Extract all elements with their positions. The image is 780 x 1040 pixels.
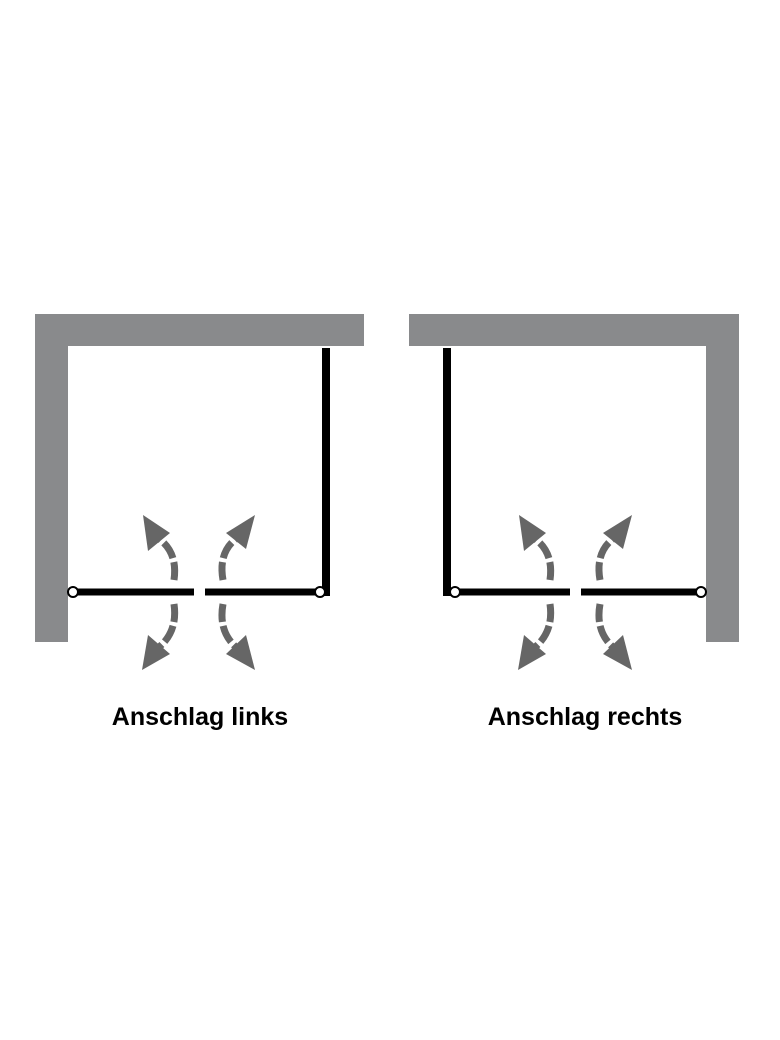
swing-arrow-icon	[142, 603, 179, 670]
caption-hinge-right: Anschlag rechts	[487, 703, 683, 731]
wall-right	[409, 314, 739, 642]
swing-arrow-icon	[518, 603, 555, 670]
swing-arrow-icon	[595, 515, 632, 581]
hinge-icon	[67, 586, 79, 598]
swing-arrow-icon	[143, 515, 179, 581]
swing-arrows-right	[518, 515, 632, 670]
hinge-icon	[695, 586, 707, 598]
hinge-icon	[314, 586, 326, 598]
diagram-right	[409, 314, 739, 670]
swing-arrows-left	[142, 515, 255, 670]
hinge-icon	[449, 586, 461, 598]
swing-arrow-icon	[218, 603, 255, 670]
swing-arrow-icon	[218, 515, 255, 581]
swing-arrow-icon	[519, 515, 555, 581]
wall-left	[35, 314, 364, 642]
swing-arrow-icon	[595, 603, 632, 670]
diagram-left	[35, 314, 364, 670]
caption-hinge-left: Anschlag links	[111, 703, 289, 731]
